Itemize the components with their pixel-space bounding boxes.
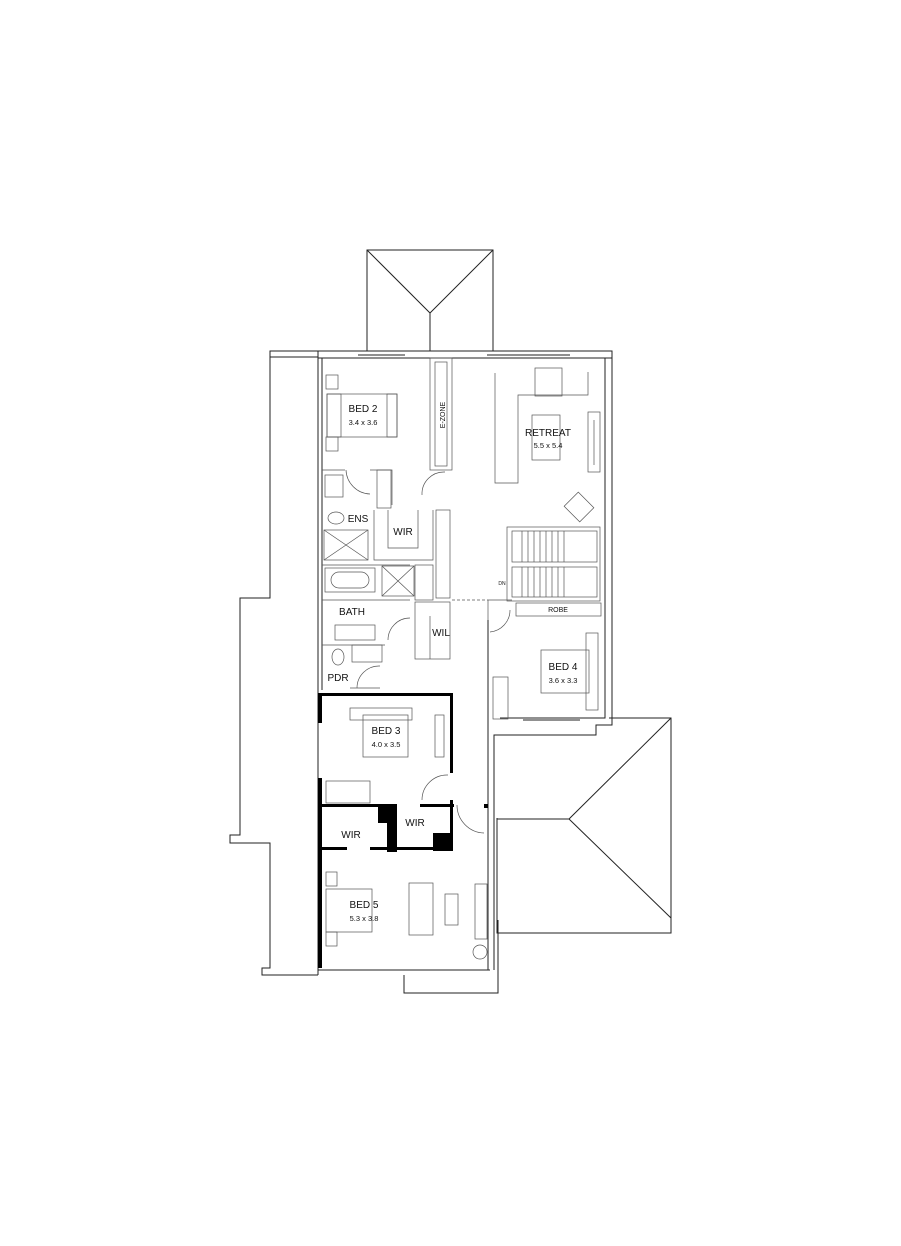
room-size-bed-3: 4.0 x 3.5: [372, 740, 401, 749]
pdr-basin: [351, 644, 383, 663]
tv-unit: [587, 411, 601, 473]
room-size-bed-5: 5.3 x 3.8: [350, 914, 379, 923]
room-label-ens: ENS: [348, 514, 369, 525]
room-label-pdr: PDR: [327, 673, 348, 684]
ens-shower: [323, 529, 369, 561]
room-label-robe: ROBE: [548, 607, 568, 614]
room-label-wir: WIR: [393, 527, 412, 538]
bed-2: [326, 393, 398, 438]
bath-shower: [381, 565, 415, 597]
heavy-walls: [318, 693, 488, 968]
bedside-table: [325, 374, 339, 390]
room-size-retreat: 5.5 x 5.4: [534, 441, 563, 450]
right-roof: [496, 717, 672, 934]
ens-vanity: [324, 474, 344, 498]
top-roof: [366, 249, 494, 352]
room-label-e-zone: E-ZONE: [440, 401, 447, 428]
ottoman: [444, 893, 459, 926]
room-label-wir: WIR: [341, 830, 360, 841]
room-label-bed-5: BED 5: [350, 900, 379, 911]
bed-5-tv: [474, 883, 488, 940]
door-swings: [345, 469, 511, 834]
armchair: [563, 491, 595, 523]
desk: [492, 676, 509, 720]
stair-dn-label: DN: [498, 581, 506, 587]
sofa: [408, 882, 434, 936]
bed-5: [325, 888, 373, 933]
bathtub: [324, 567, 376, 593]
bed-4: [540, 649, 590, 694]
furniture: [323, 367, 602, 960]
interior-walls: [322, 357, 512, 689]
room-size-bed-4: 3.6 x 3.3: [549, 676, 578, 685]
coffee-table: [531, 414, 561, 461]
bedside-table: [325, 436, 339, 452]
left-eaves: [229, 350, 499, 994]
room-label-retreat: RETREAT: [525, 428, 571, 439]
room-label-bed-4: BED 4: [549, 662, 578, 673]
room-size-bed-2: 3.4 x 3.6: [349, 418, 378, 427]
pdr-toilet: [331, 648, 345, 666]
bath-vanity: [334, 624, 376, 641]
room-label-bath: BATH: [339, 607, 365, 618]
room-label-bed-3: BED 3: [372, 726, 401, 737]
ens-toilet: [327, 511, 345, 525]
planter: [472, 944, 488, 960]
room-label-wir: WIR: [405, 818, 424, 829]
bed-3: [362, 714, 409, 758]
robe: [515, 602, 602, 617]
bed-3-head: [349, 707, 413, 721]
staircase[interactable]: [506, 526, 601, 602]
room-label-wil: WIL: [432, 628, 450, 639]
room-label-bed-2: BED 2: [349, 404, 378, 415]
bed-3-desk: [325, 780, 371, 804]
